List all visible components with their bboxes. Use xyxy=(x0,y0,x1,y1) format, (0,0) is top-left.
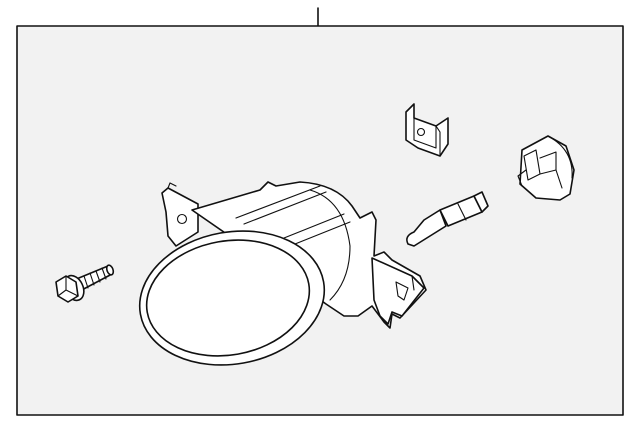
bolt-tip xyxy=(105,264,115,276)
housing-rear-curve xyxy=(309,189,351,301)
clip-fold xyxy=(435,125,441,157)
housing-band xyxy=(283,213,345,239)
socket-rim xyxy=(547,135,573,179)
bulb-terminal xyxy=(473,191,489,213)
housing-band-2 xyxy=(289,221,351,247)
right-mounting-bracket xyxy=(371,257,425,325)
socket-cross xyxy=(539,151,557,175)
mounting-bolt xyxy=(55,264,115,303)
socket-tab xyxy=(517,169,527,187)
socket-edge xyxy=(555,169,563,189)
bolt-hex-edges xyxy=(57,275,79,297)
clip-face xyxy=(413,117,437,149)
housing-ridge-2 xyxy=(243,191,327,225)
right-bracket-slot xyxy=(395,281,409,301)
clip-hole xyxy=(416,127,426,137)
left-mounting-bracket xyxy=(161,187,199,247)
bolt-threads xyxy=(83,267,107,289)
housing-ridge xyxy=(235,185,321,219)
right-bracket-edge xyxy=(411,275,415,291)
clip-body xyxy=(405,103,449,157)
retaining-clip xyxy=(405,103,449,157)
left-bracket-tab xyxy=(167,182,177,189)
fog-lamp-assembly xyxy=(138,181,427,366)
bulb-base-line xyxy=(457,203,467,221)
left-bracket-hole xyxy=(176,213,188,225)
bulb xyxy=(406,191,489,247)
lens-face xyxy=(145,239,311,357)
bulb-glass xyxy=(406,209,447,247)
bulb-socket xyxy=(517,135,575,201)
